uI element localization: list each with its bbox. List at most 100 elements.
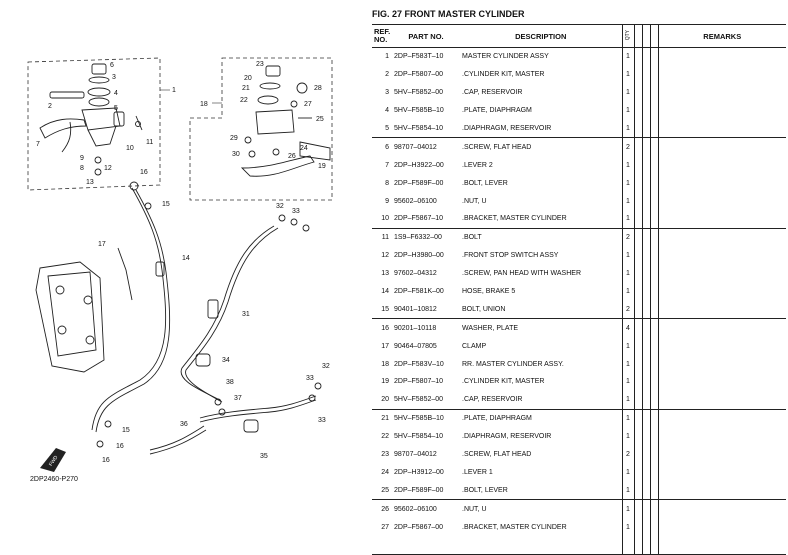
blank-cell [650, 83, 659, 102]
part-no-cell: 1S9–F6332–00 [392, 227, 460, 247]
callout: 33 [318, 417, 326, 424]
remarks-cell [658, 66, 786, 84]
qty-cell: 1 [621, 210, 635, 229]
qty-cell: 4 [621, 318, 635, 338]
part-no-cell: 5HV–F5854–10 [394, 125, 444, 132]
blank-cell [642, 536, 651, 555]
figure-title: FIG. 27 FRONT MASTER CYLINDER [372, 9, 525, 19]
part-no-cell: 90401–10812 [394, 305, 437, 313]
blank-cell [650, 246, 659, 265]
header-ref: REF. NO. [372, 24, 392, 48]
blank-cell [642, 445, 651, 464]
description-cell: .SCREW, FLAT HEAD [460, 137, 622, 157]
blank-cell [650, 46, 659, 66]
blank-cell [642, 192, 651, 211]
callout: 3 [112, 74, 116, 81]
blank-cell [650, 137, 659, 157]
qty-cell: 1 [621, 499, 635, 519]
assembly-box-right [189, 57, 333, 201]
part-no-cell: 5HV–F5852–00 [394, 396, 444, 404]
callout: 8 [80, 165, 84, 172]
qty-cell: 1 [621, 174, 635, 193]
blank-cell [634, 390, 643, 410]
blank-cell [642, 318, 651, 338]
remarks-cell [658, 536, 786, 555]
blank-cell [634, 337, 643, 356]
blank-cell [650, 373, 659, 391]
callout: 33 [292, 208, 300, 215]
blank-cell [642, 101, 651, 120]
ref-cell: 21 [372, 408, 392, 428]
blank-cell [650, 536, 659, 555]
callout: 16 [102, 457, 110, 464]
description-cell: WASHER, PLATE [460, 318, 622, 338]
callout: 10 [126, 145, 134, 152]
ref-cell: 25 [381, 486, 389, 494]
ref-cell: 2 [385, 71, 389, 79]
callout: 16 [116, 443, 124, 450]
part-no-cell [392, 536, 460, 555]
blank-cell [634, 227, 643, 247]
part-no-cell: 90201–10118 [392, 318, 460, 338]
remarks-cell [658, 318, 786, 338]
remarks-cell [658, 446, 786, 464]
blank-cell [634, 300, 643, 319]
blank-cell [634, 373, 643, 391]
ref-cell: 24 [381, 468, 389, 476]
remarks-cell [658, 102, 786, 120]
ref-cell: 20 [381, 396, 389, 404]
blank-cell [650, 518, 659, 537]
description-cell: RR. MASTER CYLINDER ASSY. [462, 360, 564, 368]
ref-cell: 1 [372, 46, 392, 66]
blank-cell [650, 445, 659, 464]
qty-cell: 2 [621, 227, 635, 247]
ref-cell: 13 [381, 270, 389, 278]
assembly-box-left [27, 57, 161, 191]
table-header-row: REF. NO. PART NO. DESCRIPTION QTY REMARK… [372, 24, 786, 48]
blank-cell [642, 156, 651, 175]
blank-cell [642, 174, 651, 193]
remarks-cell [658, 137, 786, 157]
callout: 19 [318, 163, 326, 170]
blank-cell [634, 499, 643, 519]
blank-cell [642, 282, 651, 301]
ref-cell: 15 [381, 305, 389, 313]
ref-cell: 19 [381, 378, 389, 386]
description-cell: .CAP, RESERVOIR [462, 396, 523, 404]
blank-cell [650, 337, 659, 356]
part-no-cell: 2DP–F581K–00 [394, 288, 444, 296]
ref-cell: 11 [372, 227, 392, 247]
header-blank [642, 24, 651, 48]
callout: 13 [86, 179, 94, 186]
ref-cell: 16 [372, 318, 392, 338]
blank-cell [634, 246, 643, 265]
description-cell: .NUT, U [462, 197, 487, 205]
qty-cell: 1 [621, 282, 635, 301]
blank-cell [650, 390, 659, 410]
ref-cell: 3 [385, 89, 389, 97]
brake-hoses [91, 181, 322, 455]
blank-cell [634, 264, 643, 283]
description-cell: .DIAPHRAGM, RESERVOIR [462, 433, 552, 441]
blank-cell [642, 119, 651, 138]
blank-cell [650, 227, 659, 247]
callout-labels: 1 2 3 4 5 6 7 8 9 10 11 12 13 14 15 16 1… [36, 61, 330, 464]
remarks-cell [658, 300, 786, 318]
remarks-cell [658, 463, 786, 481]
remarks-cell [658, 46, 786, 66]
diagram-code: 2DP2460-P270 [30, 476, 78, 483]
part-no-cell: 2DP–H3922–00 [394, 161, 444, 169]
blank-cell [634, 427, 643, 446]
description-cell: HOSE, BRAKE 5 [462, 288, 516, 296]
description-cell: MASTER CYLINDER ASSY [460, 46, 622, 66]
remarks-cell [658, 156, 786, 174]
ref-cell: 7 [385, 161, 389, 169]
